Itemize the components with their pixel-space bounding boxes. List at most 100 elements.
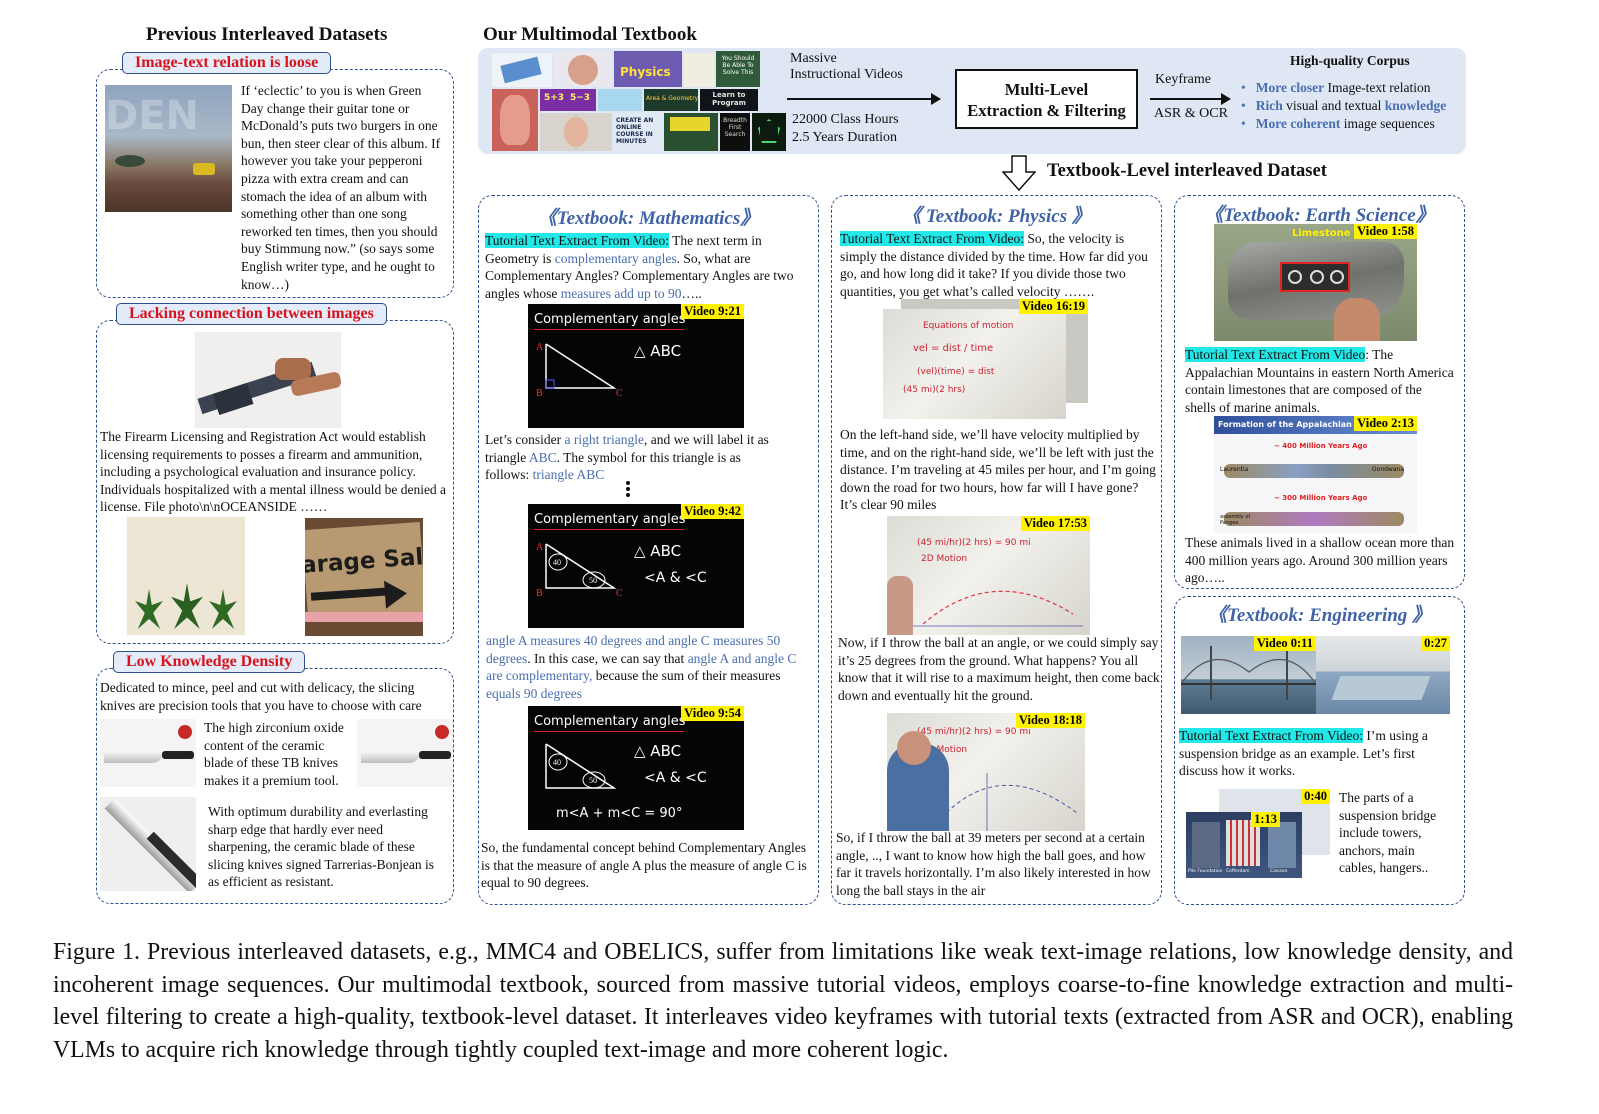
low-density-tag: Low Knowledge Density [113,651,306,673]
math-panel [478,195,819,905]
physics-text-2: On the left-hand side, we’ll have veloci… [840,427,1156,513]
physics-video-label-1: Video 16:19 [1018,299,1088,314]
low-density-text-2: The high zirconium oxide content of the … [204,720,344,788]
multimodal-textbook-header: Our Multimodal Textbook [483,24,697,45]
previous-datasets-header: Previous Interleaved Datasets [146,24,388,45]
math-text-2: Let’s consider a right triangle, and we … [485,432,769,483]
physics-text-1: Tutorial Text Extract From Video: So, th… [840,231,1148,299]
earth-video-label-1: Video 1:58 [1354,224,1417,239]
field-with-car-image: DEN [105,85,232,212]
extraction-filtering-box: Multi-Level Extraction & Filtering [955,69,1138,129]
low-density-text-3: With optimum durability and everlasting … [208,804,435,890]
instructional-videos-label: Instructional Videos [790,67,903,82]
svg-text:A: A [536,342,544,353]
limestone-label: Limestone [1292,228,1351,239]
class-hours-label: 22000 Class Hours [792,112,899,127]
earth-video-frame-1: Limestone Video 1:58 [1214,224,1417,341]
box-line-2: Extraction & Filtering [967,101,1126,120]
thumb-online: CREATE AN ONLINE COURSE IN MINUTES [614,113,662,151]
math-text-4: So, the fundamental concept behind Compl… [481,840,807,891]
bullet-rich: Rich visual and textual knowledge [1241,97,1447,115]
lacking-connection-text: The Firearm Licensing and Registration A… [100,429,447,515]
loose-relation-tag: Image-text relation is loose [122,52,332,74]
arrow-head-1-icon [931,93,941,105]
knife-image-3 [100,797,196,891]
math-video-label-1: Video 9:21 [681,304,744,319]
cannabis-leaves-image [127,517,245,635]
svg-text:B: B [536,588,543,598]
thumb-bfs: Breadth First Search [720,113,750,151]
engineering-video-frame-2: 0:27 [1316,636,1450,714]
earth-text-2: These animals lived in a shallow ocean m… [1185,535,1455,586]
asr-ocr-label: ASR & OCR [1154,106,1228,121]
video-thumbnail-mosaic: Physics You Should Be Able To Solve This… [492,51,786,154]
physics-video-frame-1: Equations of motion vel = dist / time (v… [883,299,1088,419]
engineering-text-1: Tutorial Text Extract From Video: I’m us… [1179,728,1428,779]
dataset-label: Textbook-Level interleaved Dataset [1047,161,1327,181]
physics-text-3: Now, if I throw the ball at an angle, or… [838,635,1160,703]
physics-video-frame-3: (45 mi/hr)(2 hrs) = 90 mi 2D Motion Vide… [887,713,1085,831]
math-text-3: angle A measures 40 degrees and angle C … [486,633,797,701]
math-title: 《Textbook: Mathematics》 [537,208,760,229]
arrow-head-2-icon [1221,93,1231,105]
svg-text:50: 50 [589,576,597,585]
thumb-area: Area & Geometry [644,89,698,111]
engineering-video-frame-4: Pile Foundation Cofferdam Caisson 1:13 [1186,812,1302,878]
engineering-title: 《Textbook: Engineering 》 [1207,605,1432,626]
firearm-image [195,332,341,428]
physics-title: 《 Textbook: Physics 》 [902,206,1091,227]
garage-sale-sign-image: arage Sale [305,518,423,636]
svg-text:B: B [536,388,543,398]
duration-label: 2.5 Years Duration [792,130,897,145]
low-density-text-1: Dedicated to mince, peel and cut with de… [100,680,422,713]
earth-text-1: Tutorial Text Extract From Video: The Ap… [1185,347,1454,415]
physics-panel [831,195,1162,905]
earth-title: 《Textbook: Earth Science》 [1204,205,1435,226]
math-video-label-3: Video 9:54 [681,706,744,721]
earth-panel [1174,195,1465,589]
thumb-learn: Learn to Program [700,89,758,111]
earth-video-frame-2: Formation of the Appalachian ~ 400 Milli… [1214,416,1417,533]
physics-video-label-3: Video 18:18 [1015,713,1085,728]
keyframe-label: Keyframe [1155,72,1211,87]
engineering-video-label-2: 0:27 [1421,636,1450,651]
box-line-1: Multi-Level [1004,80,1089,99]
vertical-ellipsis-icon [626,481,630,497]
svg-text:A: A [536,542,544,553]
pipeline-arrow-2 [1150,98,1222,100]
massive-label: Massive [790,51,837,66]
engineering-video-label-3: 0:40 [1301,789,1330,804]
engineering-video-label-4: 1:13 [1251,812,1280,827]
earth-video-label-2: Video 2:13 [1354,416,1417,431]
bullet-closer: More closer Image-text relation [1241,79,1446,97]
thumb-solve: You Should Be Able To Solve This [716,51,760,87]
corpus-bullets: More closer Image-text relation Rich vis… [1241,79,1447,133]
svg-text:C: C [616,388,623,398]
engineering-text-2: The parts of a suspension bridge include… [1339,790,1437,876]
corpus-title: High-quality Corpus [1290,53,1410,68]
formation-label: Formation of the Appalachian [1218,420,1352,429]
math-text-1: Tutorial Text Extract From Video: The ne… [485,233,794,301]
math-video-label-2: Video 9:42 [681,504,744,519]
engineering-video-frame-1: Video 0:11 [1181,636,1316,714]
thumb-math-5: 5+3 5−3 [540,89,596,111]
bullet-coherent: More coherent image sequences [1241,115,1446,133]
svg-text:40: 40 [553,758,561,767]
svg-text:C: C [616,588,623,598]
svg-text:40: 40 [553,558,561,567]
knife-image-1 [100,719,196,787]
engineering-panel [1174,596,1465,905]
knife-image-2 [357,719,453,787]
svg-text:50: 50 [589,776,597,785]
physics-video-label-2: Video 17:53 [1020,516,1090,531]
lacking-connection-tag: Lacking connection between images [116,303,387,325]
loose-relation-text: If ‘eclectic’ to you is when Green Day c… [241,83,441,292]
physics-text-4: So, if I throw the ball at 39 meters per… [836,830,1151,898]
physics-video-frame-2: (45 mi/hr)(2 hrs) = 90 mi 2D Motion Vide… [887,516,1090,635]
figure-caption: Figure 1. Previous interleaved datasets,… [53,939,1513,1063]
down-arrow-icon [1002,155,1036,191]
thumb-physics: Physics [614,51,682,87]
